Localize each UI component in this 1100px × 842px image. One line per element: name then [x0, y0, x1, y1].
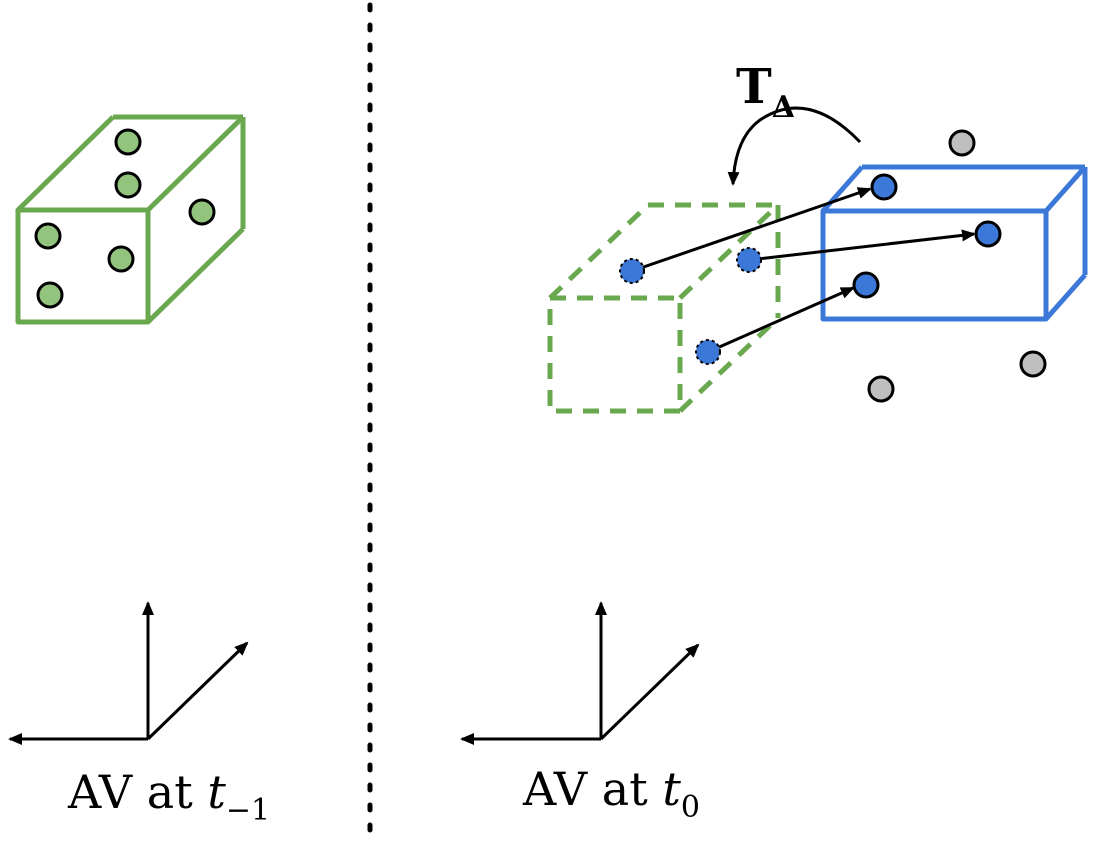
background-points: [867, 129, 1047, 403]
background-point: [948, 129, 976, 157]
lidar-point: [114, 128, 142, 156]
lidar-point: [107, 245, 135, 273]
right-axes-icon: [460, 601, 700, 745]
left-caption: AV at t−1: [67, 765, 270, 828]
predicted-box-dashed: [547, 202, 781, 414]
previous-frame-box: [15, 114, 246, 325]
source-point: [736, 247, 762, 273]
target-point: [974, 220, 1002, 248]
lidar-point: [114, 171, 142, 199]
left-axes-icon: [8, 601, 249, 745]
background-point: [867, 375, 895, 403]
lidar-point: [36, 281, 64, 309]
source-point: [695, 339, 721, 365]
lidar-point: [34, 222, 62, 250]
target-point: [852, 271, 880, 299]
source-points: [619, 247, 762, 365]
right-caption: AV at t0: [522, 762, 700, 825]
background-point: [1019, 350, 1047, 378]
source-point: [619, 258, 645, 284]
previous-frame-points: [34, 128, 216, 309]
target-point: [870, 173, 898, 201]
lidar-point: [188, 198, 216, 226]
correspondence-arrows: [631, 187, 976, 354]
transform-label: TΔ: [736, 59, 795, 125]
target-points: [852, 173, 1002, 299]
transform-arrow: [727, 106, 862, 186]
